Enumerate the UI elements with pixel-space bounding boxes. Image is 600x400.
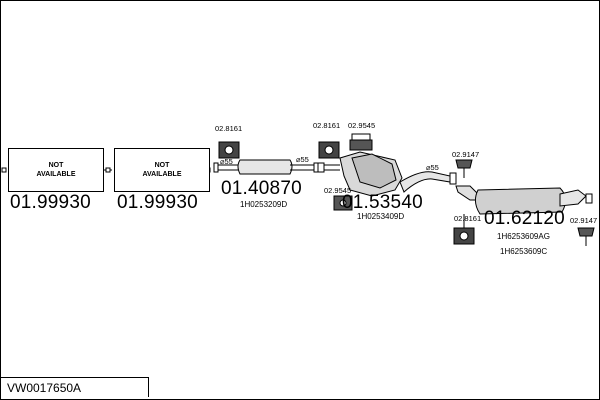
- part-number-3: 01.40870: [221, 178, 302, 199]
- document-code: VW0017650A: [7, 380, 82, 395]
- hanger-f5: [455, 159, 473, 178]
- fitting-label-f2: 02.8161: [313, 121, 341, 130]
- hanger-f7: [577, 227, 595, 246]
- part-number-5: 01.62120: [484, 208, 565, 229]
- middle-silencer-part: [317, 151, 457, 197]
- fitting-label-f3: 02.9545: [348, 121, 376, 130]
- not-available-line2: AVAILABLE: [142, 171, 182, 178]
- fitting-label-f5: 02.9147: [452, 150, 480, 159]
- oe-ref-5a: 1H6253609AG: [497, 232, 550, 241]
- clamp-f2: [318, 141, 340, 159]
- not-available-line1: NOT: [48, 162, 64, 169]
- not-available-line1: NOT: [154, 162, 170, 169]
- not-available-box-2: NOT AVAILABLE: [114, 148, 210, 192]
- oe-ref-3: 1H0253209D: [240, 200, 288, 209]
- diameter-label-d1: ⌀55: [220, 157, 233, 166]
- rear-silencer-part: [455, 185, 593, 215]
- clamp-f1: [218, 141, 240, 159]
- not-available-box-1: NOT AVAILABLE: [8, 148, 104, 192]
- part-number-1: 01.99930: [10, 192, 91, 213]
- hanger-f3: [349, 133, 373, 151]
- not-available-line2: AVAILABLE: [36, 171, 76, 178]
- part-number-4: 01.53540: [342, 192, 423, 213]
- connector-square: [105, 167, 111, 173]
- front-silencer-part: [213, 159, 319, 175]
- connector-square: [1, 167, 7, 173]
- part-number-2: 01.99930: [117, 192, 198, 213]
- document-code-tab: VW0017650A: [1, 377, 149, 397]
- fitting-label-f7: 02.9147: [570, 216, 598, 225]
- hanger-f4: [333, 195, 353, 211]
- fitting-label-f6: 02.8161: [454, 214, 482, 223]
- clamp-f6: [453, 227, 475, 245]
- diameter-label-d3: ⌀55: [426, 163, 439, 172]
- diameter-label-d2: ⌀55: [296, 155, 309, 164]
- fitting-label-f4: 02.9545: [324, 186, 352, 195]
- oe-ref-5b: 1H6253609C: [500, 247, 548, 256]
- fitting-label-f1: 02.8161: [215, 124, 243, 133]
- oe-ref-4: 1H0253409D: [357, 212, 405, 221]
